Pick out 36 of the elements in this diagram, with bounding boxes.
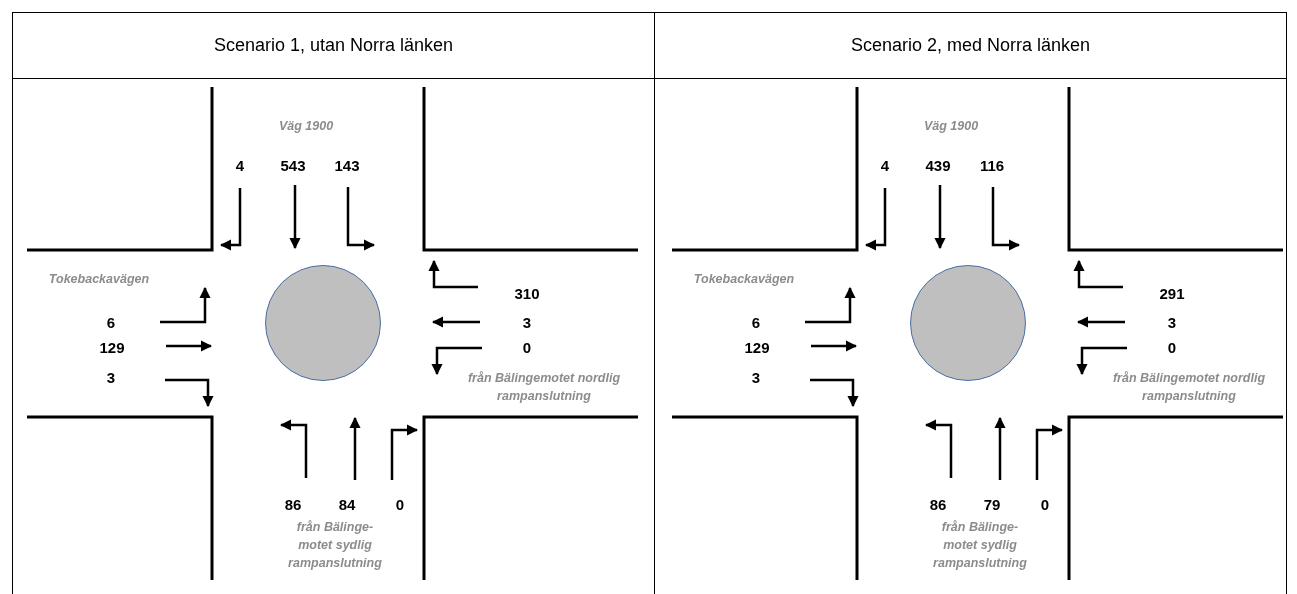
road-name: från Bälinge-motet sydlig rampanslutning bbox=[287, 519, 383, 572]
traffic-count: 439 bbox=[925, 156, 951, 174]
traffic-count: 116 bbox=[979, 156, 1005, 174]
road-name: Väg 1900 bbox=[278, 119, 334, 133]
scenario-panel bbox=[12, 12, 655, 594]
traffic-count: 0 bbox=[522, 338, 532, 356]
traffic-count: 0 bbox=[1040, 495, 1050, 513]
traffic-count: 6 bbox=[751, 313, 761, 331]
traffic-count: 3 bbox=[106, 368, 116, 386]
traffic-count: 3 bbox=[751, 368, 761, 386]
traffic-count: 84 bbox=[338, 495, 356, 513]
scenario-heading: Scenario 2, med Norra länken bbox=[850, 35, 1091, 56]
road-name: Väg 1900 bbox=[923, 119, 979, 133]
road-name: från Bälingemotet nordlig rampanslutning bbox=[466, 370, 622, 405]
traffic-count: 86 bbox=[929, 495, 947, 513]
traffic-count: 129 bbox=[744, 338, 770, 356]
traffic-count: 291 bbox=[1159, 284, 1185, 302]
traffic-count: 86 bbox=[284, 495, 302, 513]
traffic-count: 4 bbox=[880, 156, 890, 174]
road-name: Tokebackavägen bbox=[48, 272, 150, 286]
traffic-count: 129 bbox=[99, 338, 125, 356]
traffic-count: 4 bbox=[235, 156, 245, 174]
scenario-panel bbox=[654, 12, 1287, 594]
traffic-count: 79 bbox=[983, 495, 1001, 513]
traffic-count: 143 bbox=[334, 156, 360, 174]
traffic-count: 0 bbox=[395, 495, 405, 513]
traffic-count: 0 bbox=[1167, 338, 1177, 356]
traffic-count: 3 bbox=[522, 313, 532, 331]
road-name: från Bälinge-motet sydlig rampanslutning bbox=[932, 519, 1028, 572]
road-name: Tokebackavägen bbox=[693, 272, 795, 286]
traffic-count: 6 bbox=[106, 313, 116, 331]
traffic-count: 543 bbox=[280, 156, 306, 174]
traffic-count: 310 bbox=[514, 284, 540, 302]
traffic-count: 3 bbox=[1167, 313, 1177, 331]
road-name: från Bälingemotet nordlig rampanslutning bbox=[1111, 370, 1267, 405]
scenario-heading: Scenario 1, utan Norra länken bbox=[213, 35, 454, 56]
